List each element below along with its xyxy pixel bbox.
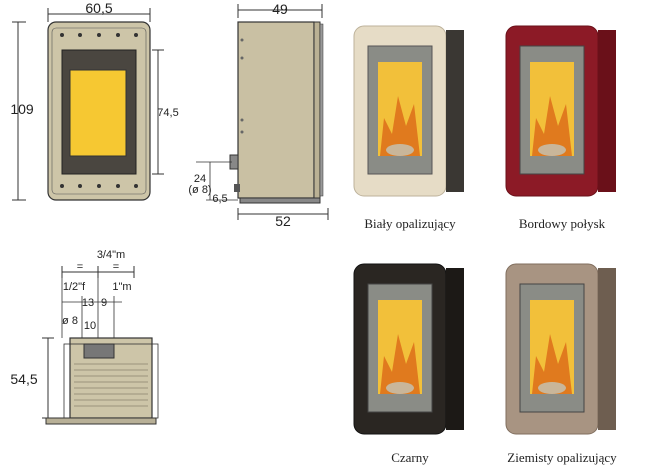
variant-earthy <box>505 263 616 435</box>
outlet-offset-label: 6,5 <box>212 193 227 205</box>
variant-white-caption: Biały opalizujący <box>364 216 456 231</box>
equal-left-label: = <box>77 261 83 273</box>
outlet-height-label: 24 <box>194 173 206 185</box>
side-view: 49 52 24 (ø 8) 6,5 <box>188 1 329 229</box>
variant-white <box>353 25 464 197</box>
conn-right-label: 1"m <box>112 281 131 293</box>
dist-10-label: 10 <box>84 320 96 332</box>
variant-black-caption: Czarny <box>391 450 429 465</box>
equal-right-label: = <box>113 261 119 273</box>
dist-13-label: 13 <box>82 297 94 309</box>
conn-center-label: 3/4"m <box>97 249 125 261</box>
front-height-label: 109 <box>10 101 34 117</box>
rear-view: = = 3/4"m 1/2"f 1"m 13 9 ø 8 10 54,5 <box>10 249 159 425</box>
conn-left-label: 1/2"f <box>63 281 86 293</box>
outlet-diameter-label: (ø 8) <box>188 184 211 196</box>
variant-earthy-caption: Ziemisty opalizujący <box>507 450 617 465</box>
variant-bordeaux-caption: Bordowy połysk <box>518 216 606 231</box>
dia-label: ø 8 <box>62 315 78 327</box>
front-width-label: 60,5 <box>85 0 112 16</box>
glass-height-label: 74,5 <box>157 107 178 119</box>
rear-height-label: 54,5 <box>10 371 37 387</box>
dist-9-label: 9 <box>101 297 107 309</box>
variant-black <box>353 263 464 435</box>
front-view: 60,5 109 74,5 <box>10 0 179 201</box>
side-depth-bottom-label: 52 <box>275 213 291 229</box>
variant-bordeaux <box>505 25 616 197</box>
side-depth-top-label: 49 <box>272 1 288 17</box>
